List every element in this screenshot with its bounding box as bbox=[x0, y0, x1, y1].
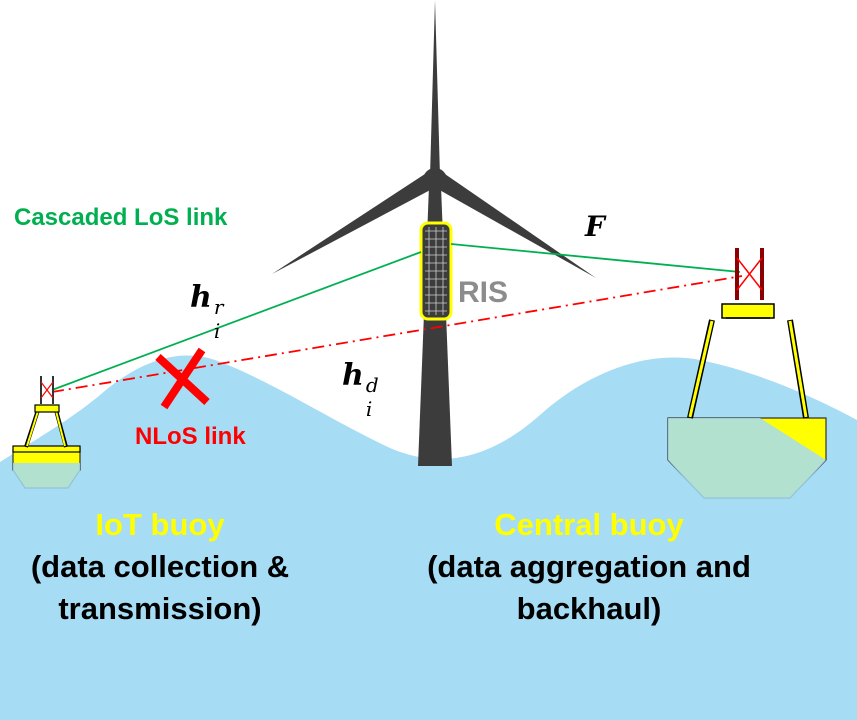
nlos-label: NLoS link bbox=[135, 423, 246, 450]
los-link-ris-to-central bbox=[450, 243, 741, 273]
iot-buoy-desc-2: transmission) bbox=[58, 591, 262, 626]
central-buoy-desc-2: backhaul) bbox=[516, 591, 662, 626]
hr-base: h bbox=[190, 280, 212, 315]
ris-panel-icon bbox=[419, 221, 453, 321]
los-link-iot-to-ris bbox=[51, 251, 422, 391]
hd-sup: d bbox=[365, 373, 379, 397]
hd-base: h bbox=[342, 358, 364, 393]
hd-sub: i bbox=[365, 397, 373, 421]
iot-buoy-icon bbox=[12, 404, 81, 490]
channel-f-label: F bbox=[585, 210, 605, 243]
ris-label: RIS bbox=[458, 276, 509, 309]
central-buoy-caption: Central buoy (data aggregation and backh… bbox=[398, 504, 780, 630]
hr-sub: i bbox=[213, 319, 221, 343]
antenna-icon bbox=[40, 376, 54, 404]
iot-buoy-caption: IoT buoy (data collection & transmission… bbox=[0, 504, 320, 630]
iot-buoy-desc-1: (data collection & bbox=[30, 549, 290, 584]
antenna-icon bbox=[735, 248, 764, 300]
sea-waves bbox=[0, 355, 857, 720]
hr-sup: r bbox=[213, 295, 224, 319]
blocked-x-icon bbox=[155, 347, 210, 410]
central-buoy-title: Central buoy bbox=[494, 507, 684, 542]
cascaded-los-label: Cascaded LoS link bbox=[14, 204, 228, 231]
iot-buoy-title: IoT buoy bbox=[95, 507, 225, 542]
central-buoy-icon bbox=[667, 303, 827, 500]
central-buoy-desc-1: (data aggregation and bbox=[427, 549, 751, 584]
nlos-link bbox=[51, 275, 743, 393]
